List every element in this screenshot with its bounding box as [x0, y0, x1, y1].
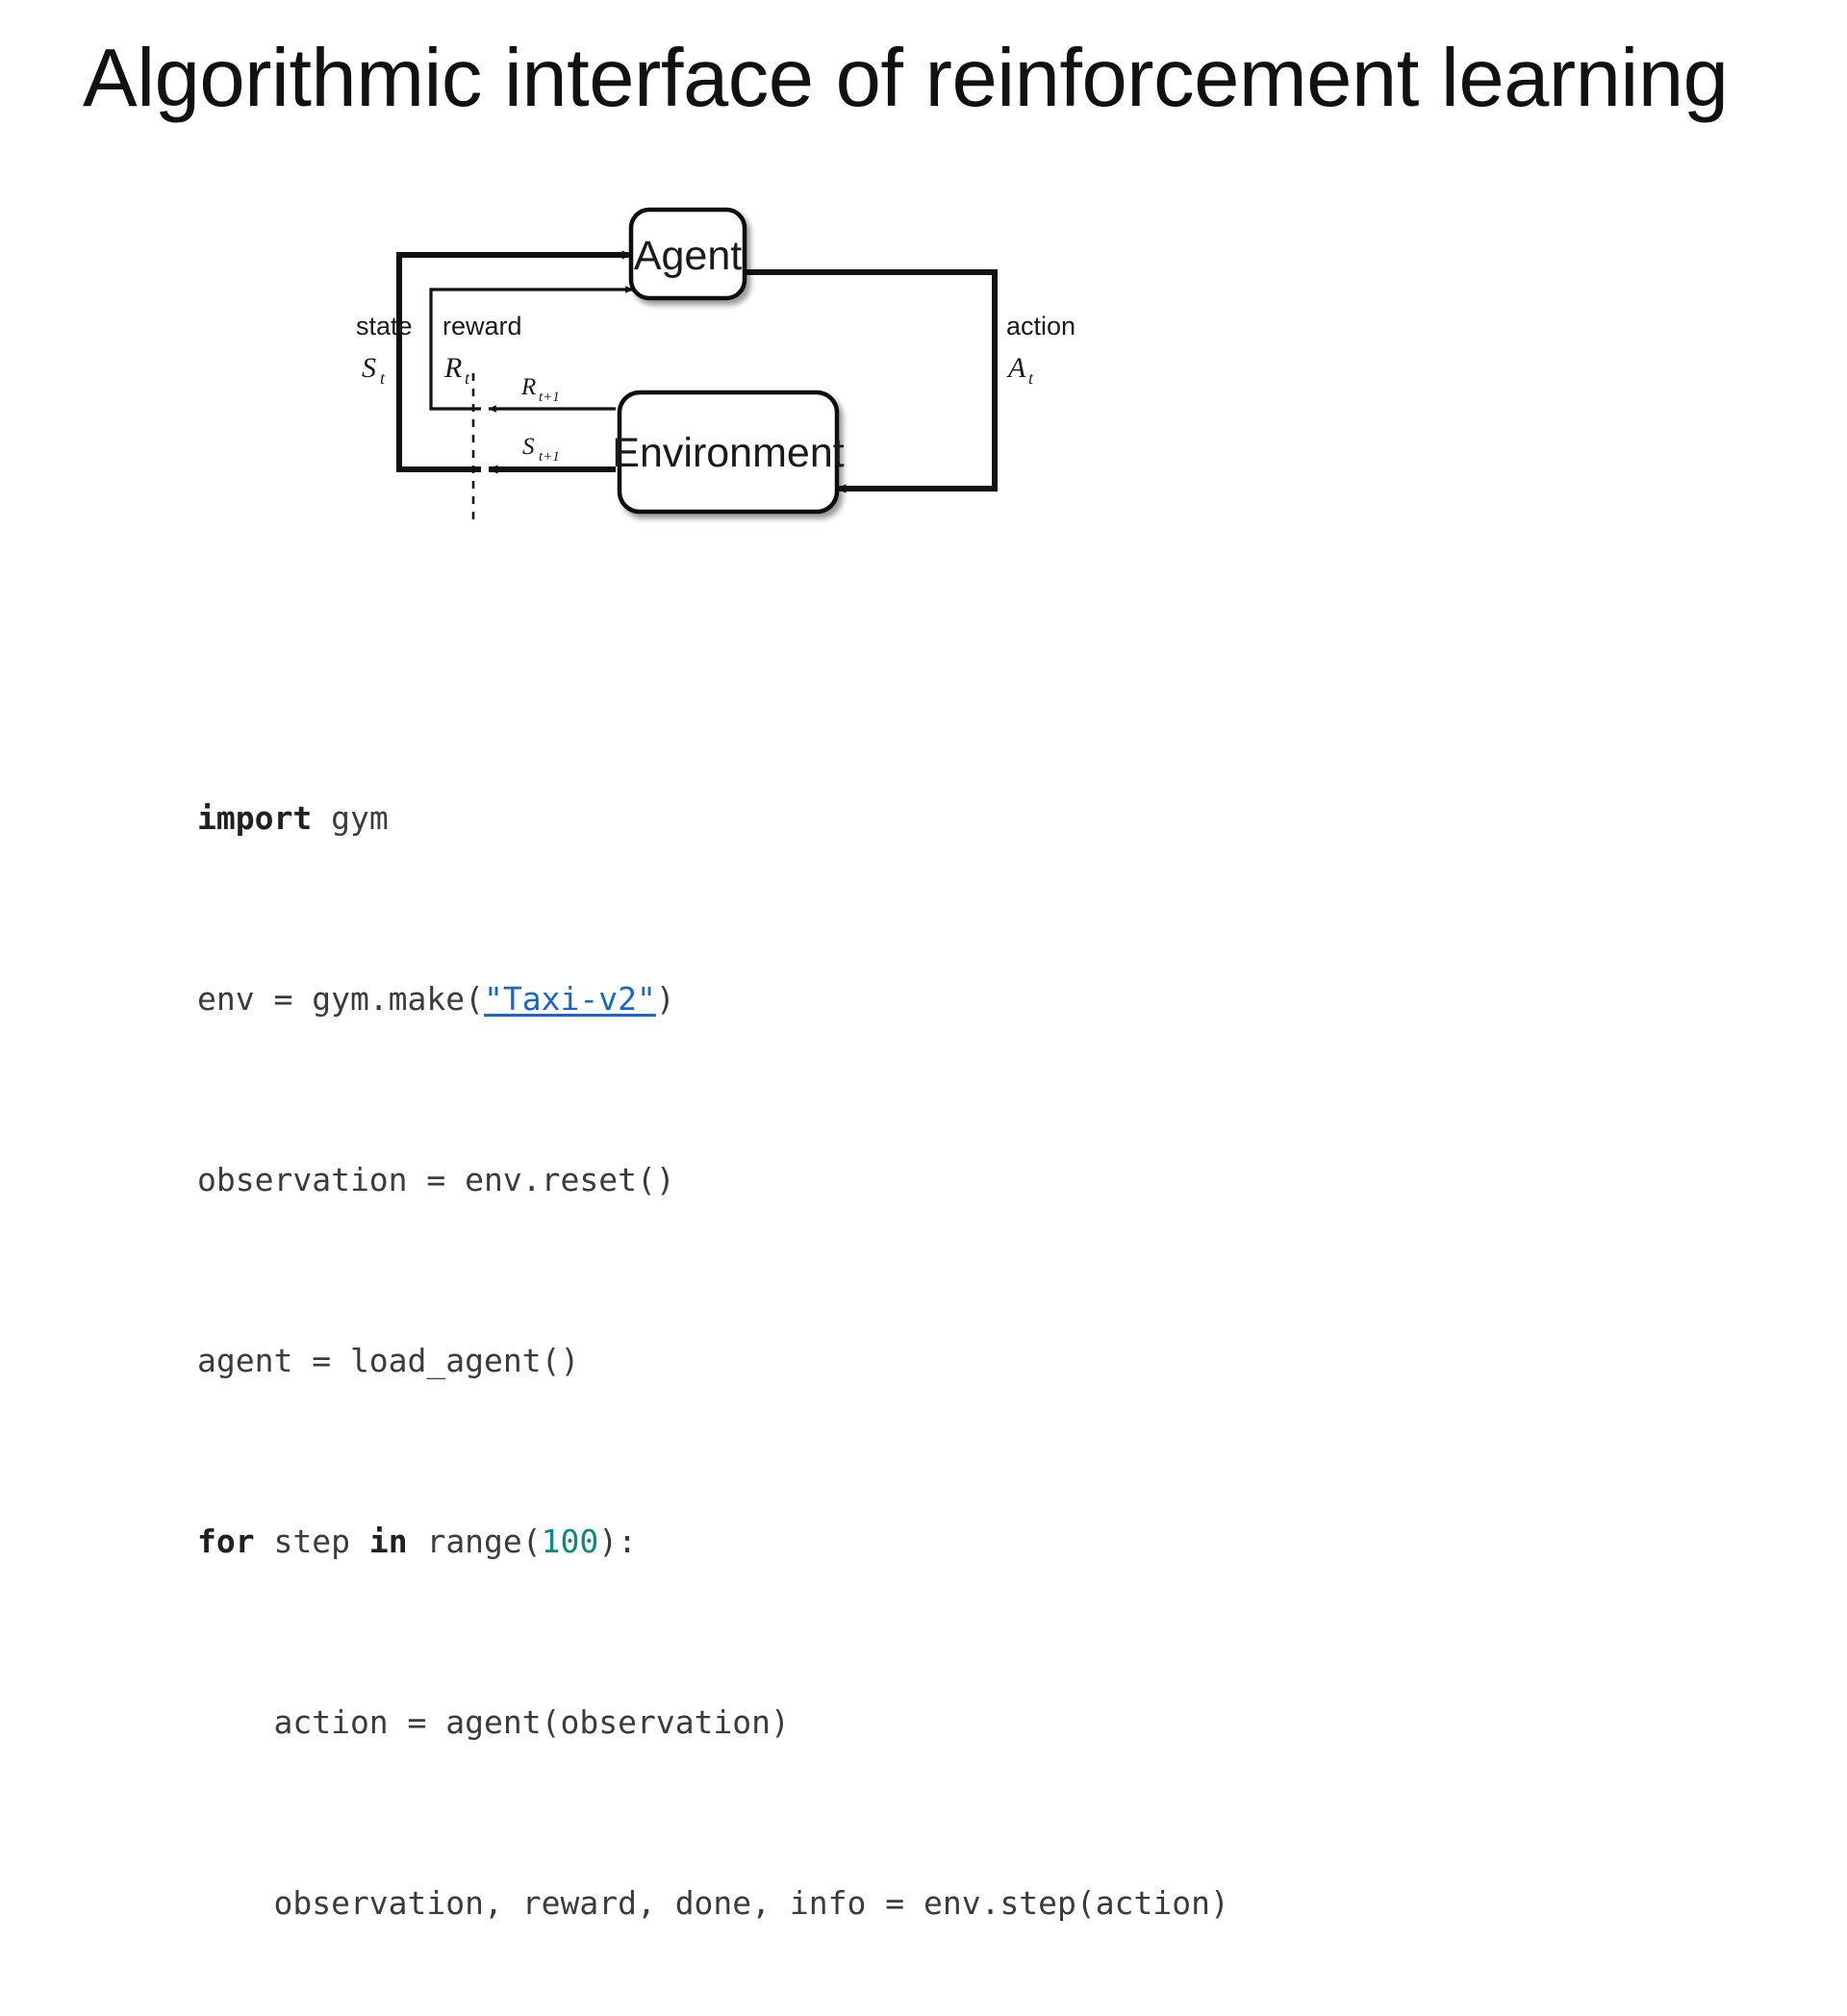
- next-reward-label-subscript: t+1: [539, 390, 560, 405]
- action-label-group: action A t: [1006, 312, 1075, 388]
- agent-node: Agent: [628, 207, 747, 301]
- code-keyword-for: for: [197, 1523, 255, 1560]
- next-state-label-subscript: t+1: [539, 449, 560, 465]
- code-keyword-in: in: [368, 1523, 408, 1560]
- code-keyword-import: import: [197, 799, 313, 837]
- next-state-label-group: S t+1: [522, 434, 560, 465]
- code-line-5-c: ):: [598, 1523, 638, 1560]
- action-label-subscript: t: [1028, 368, 1034, 388]
- code-line-4: agent = load_agent(): [197, 1342, 580, 1379]
- environment-node: Environment: [612, 390, 845, 515]
- action-label-symbol: A: [1006, 352, 1026, 384]
- state-arrow-path: [396, 250, 632, 472]
- reward-label-word: reward: [443, 312, 522, 340]
- reward-arrow-path: [429, 286, 634, 411]
- presentation-slide: Algorithmic interface of reinforcement l…: [83, 33, 1729, 1922]
- code-line-5: for step in range(100):: [197, 1519, 1229, 1564]
- action-arrow-path: [743, 269, 998, 493]
- next-state-label-symbol: S: [522, 434, 535, 460]
- rl-loop-diagram: Agent Environment state S t reward R t: [356, 192, 1414, 616]
- code-number-100: 100: [541, 1523, 599, 1560]
- reward-label-subscript: t: [465, 368, 470, 388]
- reward-label-group: reward R t: [443, 312, 522, 388]
- code-line-2-suffix: ): [655, 980, 675, 1018]
- code-line-5-a: step: [254, 1523, 369, 1560]
- code-line-1-rest: gym: [312, 799, 389, 837]
- code-line-2-prefix: env = gym.make(: [197, 980, 485, 1018]
- next-reward-label-symbol: R: [520, 374, 536, 400]
- action-label-word: action: [1006, 312, 1075, 340]
- state-label-word: state: [356, 312, 413, 340]
- python-code-block: import gym env = gym.make("Taxi-v2") obs…: [197, 660, 1229, 2016]
- state-label-group: state S t: [356, 312, 413, 388]
- agent-node-label: Agent: [634, 233, 742, 279]
- environment-node-label: Environment: [612, 430, 844, 476]
- code-line-3: observation = env.reset(): [197, 1161, 675, 1198]
- code-line-1: import gym: [197, 795, 1229, 841]
- state-label-subscript: t: [380, 368, 386, 388]
- code-line-6: action = agent(observation): [197, 1703, 790, 1741]
- code-line-7: observation, reward, done, info = env.st…: [197, 1884, 1229, 1922]
- code-line-5-b: range(: [407, 1523, 542, 1560]
- reward-label-symbol: R: [443, 352, 462, 384]
- taxi-v2-hyperlink[interactable]: "Taxi-v2": [484, 980, 656, 1018]
- next-reward-label-group: R t+1: [520, 374, 560, 405]
- page-title: Algorithmic interface of reinforcement l…: [83, 33, 1729, 124]
- code-line-2: env = gym.make("Taxi-v2"): [197, 976, 1229, 1021]
- state-label-symbol: S: [362, 352, 376, 384]
